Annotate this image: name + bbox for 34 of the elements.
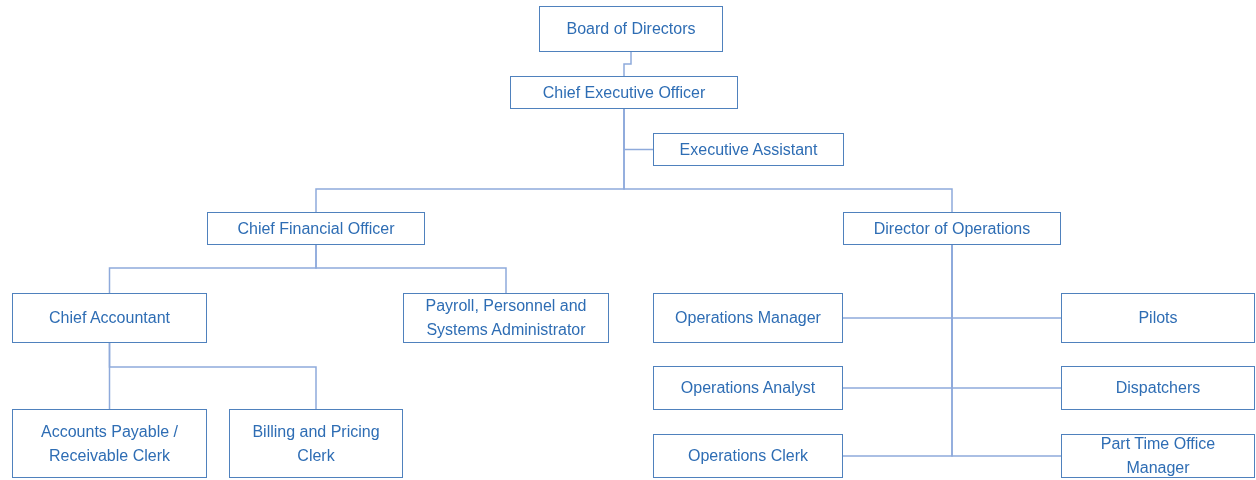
role-box bbox=[403, 293, 609, 343]
role-box bbox=[12, 409, 207, 478]
role-box bbox=[843, 212, 1061, 245]
role-box bbox=[1061, 366, 1255, 410]
role-title: Board of Directors bbox=[566, 19, 696, 39]
role-title: Chief Accountant bbox=[49, 308, 170, 328]
role-title: Part Time Office Manager bbox=[1099, 434, 1217, 478]
role-title: Operations Clerk bbox=[687, 446, 808, 466]
role-box bbox=[12, 293, 207, 343]
role-title: Operations Manager bbox=[675, 308, 821, 328]
connector-line bbox=[108, 342, 317, 410]
role-title: Director of Operations bbox=[873, 218, 1031, 239]
role-box bbox=[653, 293, 843, 343]
role-title: Executive Assistant bbox=[679, 139, 818, 160]
connector-line bbox=[623, 51, 632, 77]
role-title: Chief Financial Officer bbox=[237, 218, 395, 239]
role-box bbox=[1061, 434, 1255, 478]
role-box bbox=[653, 366, 843, 410]
role-box bbox=[207, 212, 425, 245]
role-box bbox=[510, 76, 738, 109]
role-title: Dispatchers bbox=[1115, 378, 1201, 398]
connector-line bbox=[315, 244, 507, 294]
connector-line bbox=[951, 244, 1062, 457]
role-box bbox=[229, 409, 403, 478]
role-title: Accounts Payable / Receivable Clerk bbox=[40, 421, 179, 466]
role-box bbox=[653, 434, 843, 478]
role-box bbox=[539, 6, 723, 52]
role-title: Payroll, Personnel and Systems Administrator bbox=[424, 296, 588, 340]
role-title: Chief Executive Officer bbox=[542, 82, 706, 103]
role-title: Operations Analyst bbox=[680, 378, 816, 398]
role-title: Pilots bbox=[1138, 308, 1178, 328]
role-box bbox=[653, 133, 844, 166]
role-title: Billing and Pricing Clerk bbox=[251, 421, 381, 466]
role-box bbox=[1061, 293, 1255, 343]
